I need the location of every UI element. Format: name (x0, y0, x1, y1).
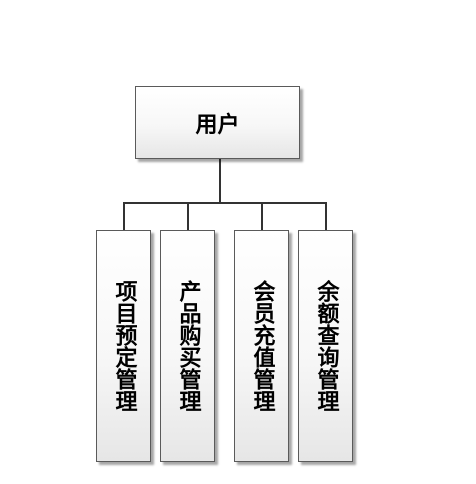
root-node-user: 用户 (135, 86, 300, 159)
child-node-label: 产品购买管理 (175, 280, 201, 412)
root-node-label: 用户 (195, 112, 240, 138)
child-node-project-booking: 项目预定管理 (96, 230, 151, 462)
child-node-product-purchase: 产品购买管理 (160, 230, 215, 462)
child-node-balance-query: 余额查询管理 (298, 230, 353, 462)
child-node-label: 余额查询管理 (313, 280, 339, 412)
child-node-member-recharge: 会员充值管理 (234, 230, 289, 462)
child-node-label: 项目预定管理 (111, 280, 137, 412)
child-node-label: 会员充值管理 (249, 280, 275, 412)
